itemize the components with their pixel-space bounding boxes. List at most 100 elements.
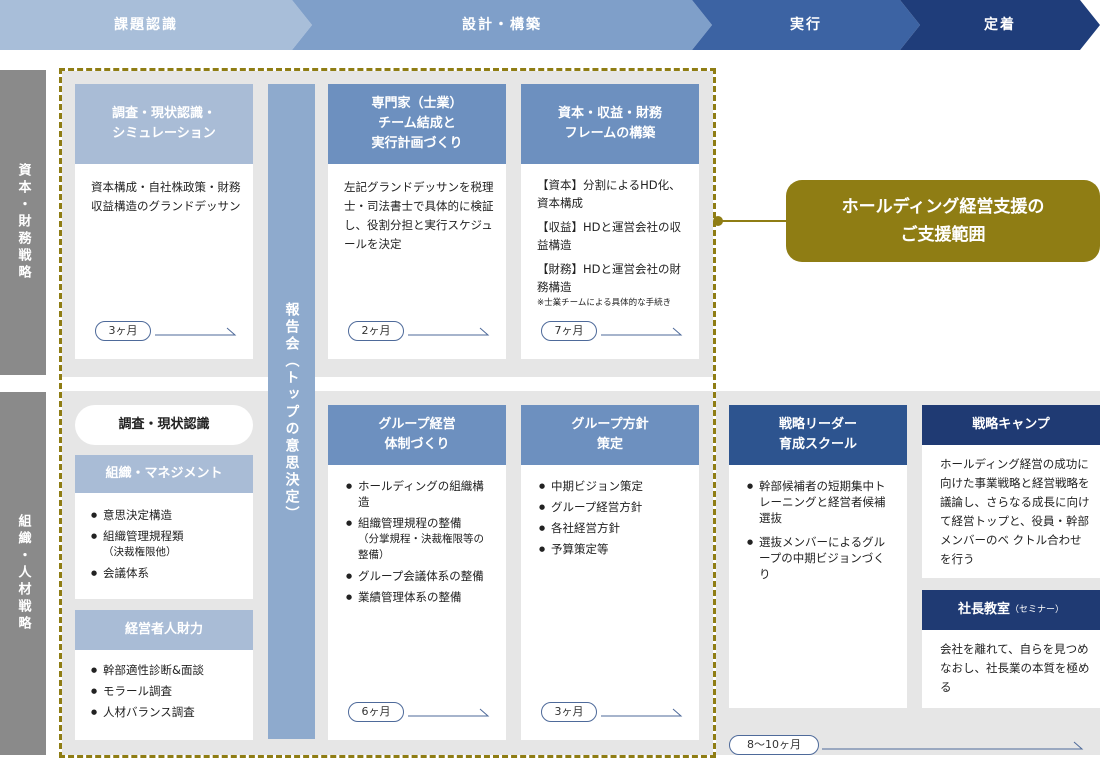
duration-arrow-capital-expert — [408, 327, 490, 336]
report-meeting-text: 報告会（トップの意思決定） — [283, 302, 300, 523]
policy-item-vision: 中期ビジョン策定 — [539, 478, 687, 494]
card-org-camp-body: ホールディング経営の成功に向けた事業戦略と経営戦略を議論し、さらなる成長に向けて… — [940, 457, 1090, 566]
org-research-pill: 調査・現状認識 — [75, 405, 253, 445]
duration-capital-expert: 2ヶ月 — [348, 321, 404, 341]
side-label-org: 組織・人材戦略 — [0, 392, 46, 755]
school-item-training: 幹部候補者の短期集中トレーニングと経営者候補選抜 — [747, 478, 895, 526]
card-capital-framework-head: 資本・収益・財務 フレームの構築 — [521, 84, 699, 164]
card-org-group-policy-title-1: グループ方針 — [571, 417, 649, 432]
card-org-group-policy-body: 中期ビジョン策定 グループ経営方針 各社経営方針 予算策定等 — [539, 478, 687, 562]
structure-item-performance: 業績管理体系の整備 — [346, 589, 494, 605]
duration-group-structure: 6ヶ月 — [348, 702, 404, 722]
duration-capital-framework: 7ヶ月 — [541, 321, 597, 341]
card-org-management: 組織・マネジメント 意思決定構造 組織管理規程類（決裁権限他） 会議体系 — [75, 455, 253, 599]
school-item-vision: 選抜メンバーによるグループの中期ビジョンづくり — [747, 534, 895, 582]
structure-item-hd: ホールディングの組織構造 — [346, 478, 494, 510]
card-org-president-body: 会社を離れて、自らを見つめなおし、社長業の本質を極める — [940, 642, 1090, 694]
report-meeting-bar: 報告会（トップの意思決定） — [268, 84, 315, 739]
structure-item-rules-sub: （分掌規程・決裁権限等の整備） — [358, 533, 484, 561]
card-capital-research: 調査・現状認識・ シミュレーション 資本構成・自社株政策・財務収益構造のグランド… — [75, 84, 253, 359]
president-head-main: 社長教室 — [957, 602, 1010, 617]
duration-org-execution: 8〜10ヶ月 — [729, 735, 819, 755]
phase-arrow-3 — [692, 0, 920, 50]
duration-capital-research: 3ヶ月 — [95, 321, 151, 341]
card-org-group-policy-head: グループ方針 策定 — [521, 405, 699, 465]
structure-item-meetings: グループ会議体系の整備 — [346, 568, 494, 584]
card-org-camp: 戦略キャンプ ホールディング経営の成功に向けた事業戦略と経営戦略を議論し、さらな… — [922, 405, 1100, 578]
side-label-capital: 資本・財務戦略 — [0, 70, 46, 375]
card-org-group-structure-title-1: グループ経営 — [378, 417, 456, 432]
card-org-leader-school-title-1: 戦略リーダー — [778, 417, 857, 432]
card-org-group-structure-body: ホールディングの組織構造 組織管理規程の整備（分掌規程・決裁権限等の整備） グル… — [346, 478, 494, 610]
card-capital-research-head: 調査・現状認識・ シミュレーション — [75, 84, 253, 164]
card-capital-framework: 資本・収益・財務 フレームの構築 【資本】分割によるHD化、資本構成 【収益】H… — [521, 84, 699, 359]
phase-label-establishment: 定着 — [984, 17, 1016, 33]
card-capital-framework-title-1: 資本・収益・財務 — [557, 106, 662, 121]
card-capital-research-title-1: 調査・現状認識・ — [111, 106, 216, 121]
framework-note: ※士業チームによる具体的な手続き — [537, 298, 672, 308]
talent-item-diagnosis: 幹部適性診断&面談 — [91, 662, 241, 678]
card-capital-research-title-2: シミュレーション — [112, 126, 216, 141]
card-org-management-body: 意思決定構造 組織管理規程類（決裁権限他） 会議体系 — [91, 507, 241, 586]
card-capital-research-body: 資本構成・自社株政策・財務収益構造のグランドデッサン — [91, 180, 241, 213]
phase-label-design: 設計・構築 — [462, 17, 542, 33]
phase-label-recognition: 課題認識 — [114, 17, 178, 33]
card-capital-expert-body: 左記グランドデッサンを税理士・司法書士で具体的に検証し、役割分担と実行スケジュー… — [344, 180, 494, 251]
card-org-president-head: 社長教室（セミナー） — [922, 590, 1100, 630]
card-capital-expert-title-2: チーム結成と — [378, 116, 456, 131]
card-org-group-policy-title-2: 策定 — [596, 437, 623, 452]
card-org-management-head: 組織・マネジメント — [75, 455, 253, 493]
card-capital-expert-title-1: 専門家（士業） — [371, 96, 463, 111]
card-org-talent-head: 経営者人財力 — [75, 610, 253, 650]
policy-item-group: グループ経営方針 — [539, 499, 687, 515]
card-org-group-policy: グループ方針 策定 中期ビジョン策定 グループ経営方針 各社経営方針 予算策定等… — [521, 405, 699, 740]
card-org-group-structure-head: グループ経営 体制づくり — [328, 405, 506, 465]
duration-arrow-capital-framework — [601, 327, 683, 336]
policy-item-budget: 予算策定等 — [539, 541, 687, 557]
card-org-leader-school-body: 幹部候補者の短期集中トレーニングと経営者候補選抜 選抜メンバーによるグループの中… — [747, 478, 895, 587]
card-org-leader-school: 戦略リーダー 育成スクール 幹部候補者の短期集中トレーニングと経営者候補選抜 選… — [729, 405, 907, 708]
management-item-rules-sub: （決裁権限他） — [103, 546, 177, 558]
framework-item-capital: 【資本】分割によるHD化、資本構成 — [537, 178, 681, 210]
scope-line-1: ホールディング経営支援の — [841, 197, 1045, 217]
framework-item-revenue: 【収益】HDと運営会社の収益構造 — [537, 220, 682, 252]
support-scope-border — [59, 68, 716, 758]
side-label-capital-text: 資本・財務戦略 — [15, 163, 31, 282]
card-capital-framework-title-2: フレームの構築 — [564, 126, 656, 141]
card-capital-framework-body: 【資本】分割によるHD化、資本構成 【収益】HDと運営会社の収益構造 【財務】H… — [537, 176, 689, 309]
card-org-group-structure: グループ経営 体制づくり ホールディングの組織構造 組織管理規程の整備（分掌規程… — [328, 405, 506, 740]
president-head-small: （セミナー） — [1010, 605, 1065, 615]
management-item-rules: 組織管理規程類（決裁権限他） — [91, 528, 241, 560]
scope-line-2: ご支援範囲 — [900, 225, 986, 245]
phase-label-execution: 実行 — [790, 17, 822, 33]
scope-connector — [713, 216, 788, 226]
phase-arrow-4 — [900, 0, 1100, 50]
card-org-talent-body: 幹部適性診断&面談 モラール調査 人材バランス調査 — [91, 662, 241, 725]
phase-arrow-bar — [0, 0, 1100, 50]
support-scope-badge: ホールディング経営支援の ご支援範囲 — [786, 180, 1100, 262]
duration-arrow-capital-research — [155, 327, 237, 336]
phase-arrow-1 — [0, 0, 312, 50]
phase-arrow-2 — [292, 0, 712, 50]
duration-arrow-group-structure — [408, 708, 490, 717]
management-item-meetings: 会議体系 — [91, 565, 241, 581]
card-org-camp-head: 戦略キャンプ — [922, 405, 1100, 445]
duration-group-policy: 3ヶ月 — [541, 702, 597, 722]
card-org-group-structure-title-2: 体制づくり — [384, 437, 450, 452]
card-org-leader-school-head: 戦略リーダー 育成スクール — [729, 405, 907, 465]
duration-arrow-org-execution — [822, 741, 1084, 750]
side-label-org-text: 組織・人材戦略 — [15, 514, 31, 633]
card-org-president: 社長教室（セミナー） 会社を離れて、自らを見つめなおし、社長業の本質を極める — [922, 590, 1100, 708]
card-capital-expert-title-3: 実行計画づくり — [371, 136, 463, 151]
policy-item-each: 各社経営方針 — [539, 520, 687, 536]
card-capital-expert: 専門家（士業） チーム結成と 実行計画づくり 左記グランドデッサンを税理士・司法… — [328, 84, 506, 359]
card-org-talent: 経営者人財力 幹部適性診断&面談 モラール調査 人材バランス調査 — [75, 610, 253, 740]
structure-item-rules: 組織管理規程の整備（分掌規程・決裁権限等の整備） — [346, 515, 494, 563]
talent-item-morale: モラール調査 — [91, 683, 241, 699]
duration-arrow-group-policy — [601, 708, 683, 717]
card-org-leader-school-title-2: 育成スクール — [778, 437, 857, 452]
framework-item-finance: 【財務】HDと運営会社の財務構造 — [537, 262, 682, 294]
management-item-decision: 意思決定構造 — [91, 507, 241, 523]
talent-item-balance: 人材バランス調査 — [91, 704, 241, 720]
card-capital-expert-head: 専門家（士業） チーム結成と 実行計画づくり — [328, 84, 506, 164]
